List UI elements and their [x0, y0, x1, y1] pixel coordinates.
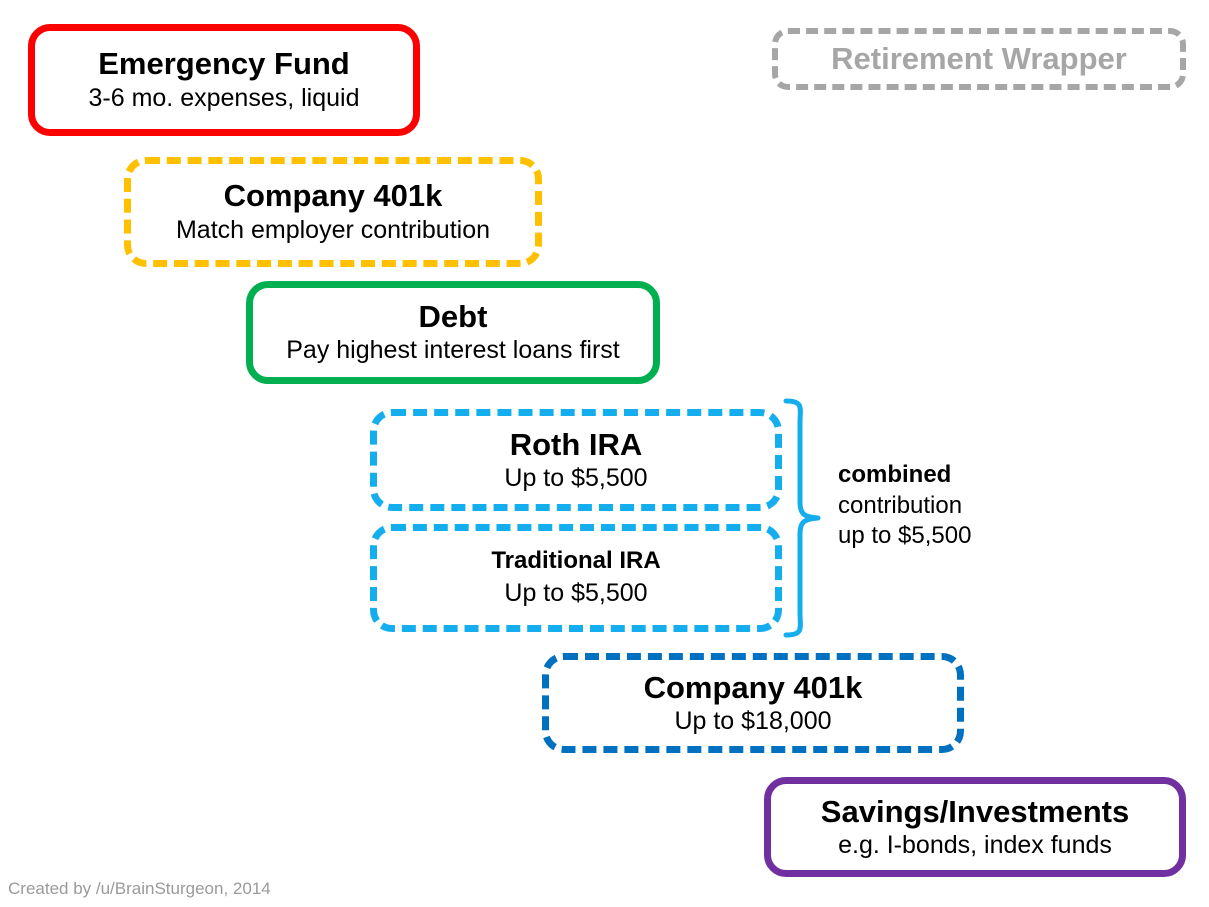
step-box-company-401k-match: Company 401k Match employer contribution — [124, 157, 542, 267]
combined-note-line-2: contribution — [838, 491, 963, 519]
step-subtitle: 3-6 mo. expenses, liquid — [88, 84, 360, 113]
step-title: Debt — [418, 299, 488, 335]
step-title: Company 401k — [643, 669, 863, 705]
step-title: Savings/Investments — [820, 793, 1130, 829]
step-box-company-401k-max: Company 401k Up to $18,000 — [542, 653, 964, 753]
step-title: Company 401k — [223, 178, 443, 214]
step-title: Traditional IRA — [491, 547, 661, 575]
step-box-savings-investments: Savings/Investments e.g. I-bonds, index … — [764, 777, 1186, 877]
step-box-roth-ira: Roth IRA Up to $5,500 — [370, 409, 782, 511]
step-subtitle: Up to $5,500 — [504, 463, 648, 492]
curly-brace-icon — [783, 398, 821, 638]
step-subtitle: Up to $5,500 — [504, 579, 648, 608]
step-title: Emergency Fund — [98, 46, 350, 82]
combined-contribution-note: combined contribution up to $5,500 — [838, 460, 1058, 552]
step-subtitle: Up to $18,000 — [674, 706, 832, 735]
combined-note-line-1: combined — [838, 461, 952, 488]
legend-label: Retirement Wrapper — [831, 41, 1127, 76]
legend-retirement-wrapper: Retirement Wrapper — [772, 28, 1186, 90]
step-title: Roth IRA — [509, 426, 643, 462]
combined-note-line-3: up to $5,500 — [838, 522, 972, 550]
step-box-traditional-ira: Traditional IRA Up to $5,500 — [370, 524, 782, 632]
step-subtitle: Pay highest interest loans first — [286, 336, 620, 365]
step-box-debt: Debt Pay highest interest loans first — [246, 281, 660, 384]
step-box-emergency-fund: Emergency Fund 3-6 mo. expenses, liquid — [28, 24, 420, 136]
step-subtitle: Match employer contribution — [175, 216, 491, 245]
step-subtitle: e.g. I-bonds, index funds — [838, 830, 1112, 859]
credit-text: Created by /u/BrainSturgeon, 2014 — [8, 879, 271, 898]
